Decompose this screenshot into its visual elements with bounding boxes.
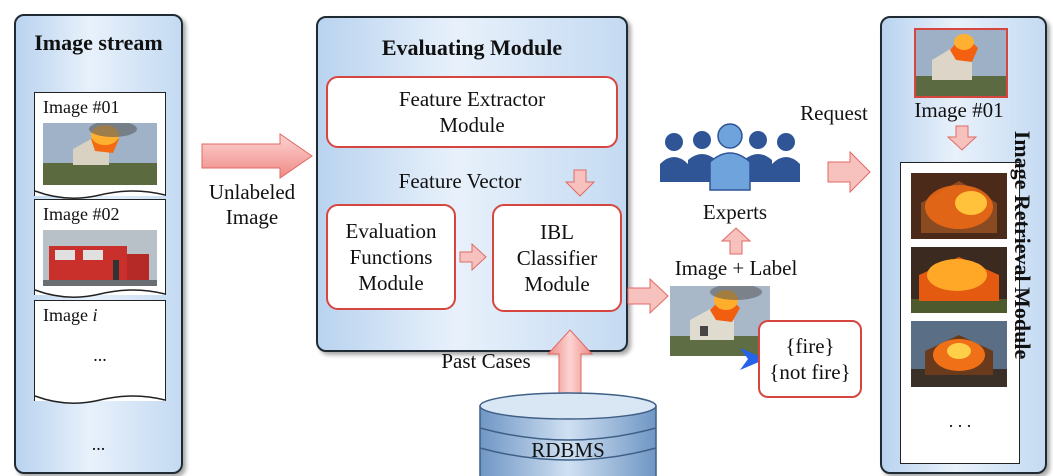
arrow-up-small-icon: [720, 227, 752, 255]
image-retrieval-panel: Image #01: [880, 16, 1047, 474]
arrow-right-icon: [627, 277, 669, 315]
image-card-label: Image i: [43, 305, 98, 326]
eval-line1: Evaluation: [345, 219, 437, 243]
retrieved-ellipsis: . . .: [948, 411, 972, 431]
label-fire: {fire}: [785, 334, 835, 358]
image-stream-title: Image stream: [34, 30, 163, 55]
fire-truck-photo: [43, 230, 157, 286]
ibl-line2: Classifier: [516, 246, 598, 270]
image-line: Image: [225, 205, 279, 229]
eval-line2: Functions: [349, 245, 433, 269]
arrow-up-icon: [546, 329, 594, 395]
request-label: Request: [800, 101, 868, 125]
label-options-box: {fire} {not fire}: [758, 320, 862, 398]
rdbms-label: RDBMS: [531, 438, 605, 462]
feature-extractor-line1: Feature Extractor: [398, 87, 546, 111]
image-card-label: Image #01: [43, 97, 120, 117]
image-stream-panel: Image stream Image #01 Image #0: [14, 14, 183, 474]
image-label-caption: Image + Label: [674, 256, 798, 280]
retrieved-image-1: [911, 173, 1007, 239]
arrow-down-icon: [564, 169, 596, 197]
unlabeled-line: Unlabeled: [208, 180, 296, 204]
past-cases-label: Past Cases: [441, 349, 531, 373]
image-card-i: Image i ...: [34, 300, 166, 404]
label-not-fire: {not fire}: [769, 360, 851, 384]
image-retrieval-title: Image Retrieval Module: [1010, 130, 1035, 360]
database-icon: [479, 392, 657, 476]
pointer-arrow-icon: [740, 348, 766, 370]
feature-extractor-line2: Module: [439, 113, 505, 137]
fire-house-photo: [43, 123, 157, 185]
ibl-line3: Module: [524, 272, 590, 296]
eval-line3: Module: [358, 271, 424, 295]
ibl-line1: IBL: [540, 220, 574, 244]
ibl-classifier-box: IBL Classifier Module: [492, 204, 622, 312]
labeled-fire-photo: [670, 286, 770, 356]
arrow-right-icon: [827, 150, 871, 194]
image-card-label: Image #02: [43, 204, 120, 224]
evaluating-module-panel: Evaluating Module Feature Extractor Modu…: [316, 16, 628, 352]
evaluating-module-title: Evaluating Module: [381, 35, 563, 60]
arrow-down-icon: [946, 125, 978, 151]
evaluation-functions-box: Evaluation Functions Module: [326, 204, 456, 310]
retrieved-image-2: [911, 247, 1007, 313]
query-image: [914, 28, 1008, 98]
experts-label: Experts: [702, 200, 768, 224]
arrow-right-icon: [201, 133, 313, 179]
retrieved-images-list: . . .: [900, 162, 1020, 464]
card-ellipsis: ...: [93, 345, 107, 365]
query-image-label: Image #01: [914, 98, 1004, 122]
experts-icon: [660, 123, 800, 191]
unlabeled-image-label: Unlabeled Image: [192, 180, 312, 230]
arrow-right-small-icon: [459, 242, 487, 272]
stream-ellipsis: ...: [91, 434, 106, 454]
image-card-label-text: Image: [43, 305, 88, 325]
retrieved-image-3: [911, 321, 1007, 387]
image-card-index: i: [92, 305, 98, 325]
feature-extractor-box: Feature Extractor Module: [326, 76, 618, 148]
image-card-01: Image #01: [34, 92, 166, 199]
feature-vector-label: Feature Vector: [398, 169, 522, 193]
image-card-02: Image #02: [34, 199, 166, 298]
